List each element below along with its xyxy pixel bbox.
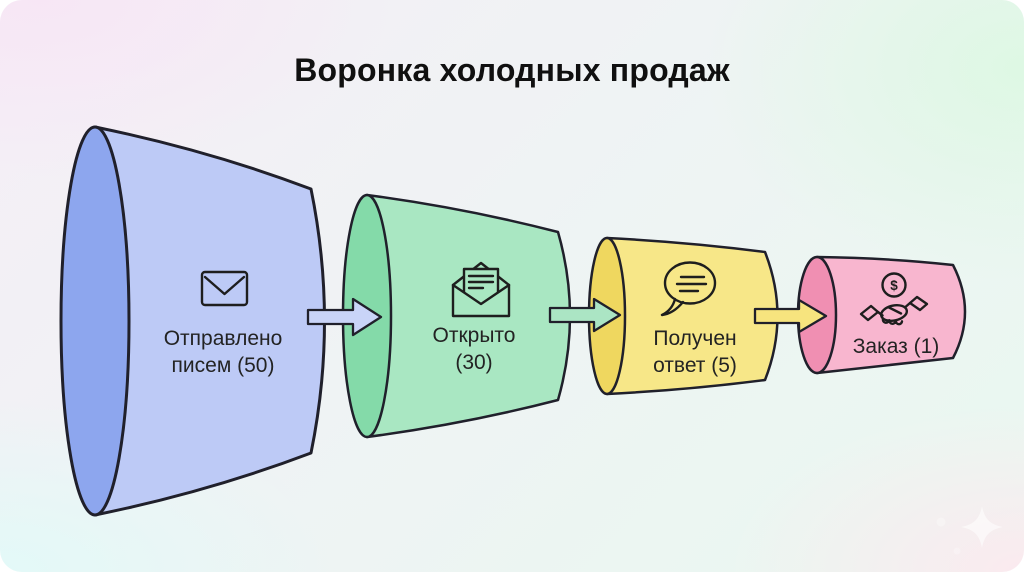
handshake-dollar-icon: $ xyxy=(859,272,929,326)
stage-order-body xyxy=(815,255,967,375)
stage-replied-label-line2: ответ (5) xyxy=(653,354,737,377)
stage-sent-face xyxy=(59,125,131,517)
stage-sent-label-line2: писем (50) xyxy=(171,354,275,377)
sparkle-icon xyxy=(936,506,1003,555)
envelope-closed-icon xyxy=(200,270,249,307)
dollar-glyph: $ xyxy=(890,278,898,293)
stage-replied-label-line1: Получен xyxy=(653,327,737,350)
stage-order-label: Заказ (1) xyxy=(853,333,940,360)
stage-sent-body xyxy=(93,125,326,517)
stage-replied-label: Получен ответ (5) xyxy=(653,325,737,379)
stage-sent-label: Отправлено писем (50) xyxy=(164,325,283,379)
page-title: Воронка холодных продаж xyxy=(294,52,730,88)
stage-opened-label-line1: Открыто xyxy=(432,324,516,347)
arrow-opened-to-replied xyxy=(548,297,622,333)
stage-opened-label-line2: (30) xyxy=(455,351,493,374)
stage-sent-label-line1: Отправлено xyxy=(163,327,283,350)
speech-bubble-icon xyxy=(660,261,717,317)
stage-opened-label: Открыто (30) xyxy=(433,322,516,376)
envelope-open-icon xyxy=(451,261,511,318)
stage-order-label-line1: Заказ (1) xyxy=(852,335,940,358)
arrow-replied-to-order xyxy=(753,298,828,334)
arrow-sent-to-opened xyxy=(306,297,383,337)
